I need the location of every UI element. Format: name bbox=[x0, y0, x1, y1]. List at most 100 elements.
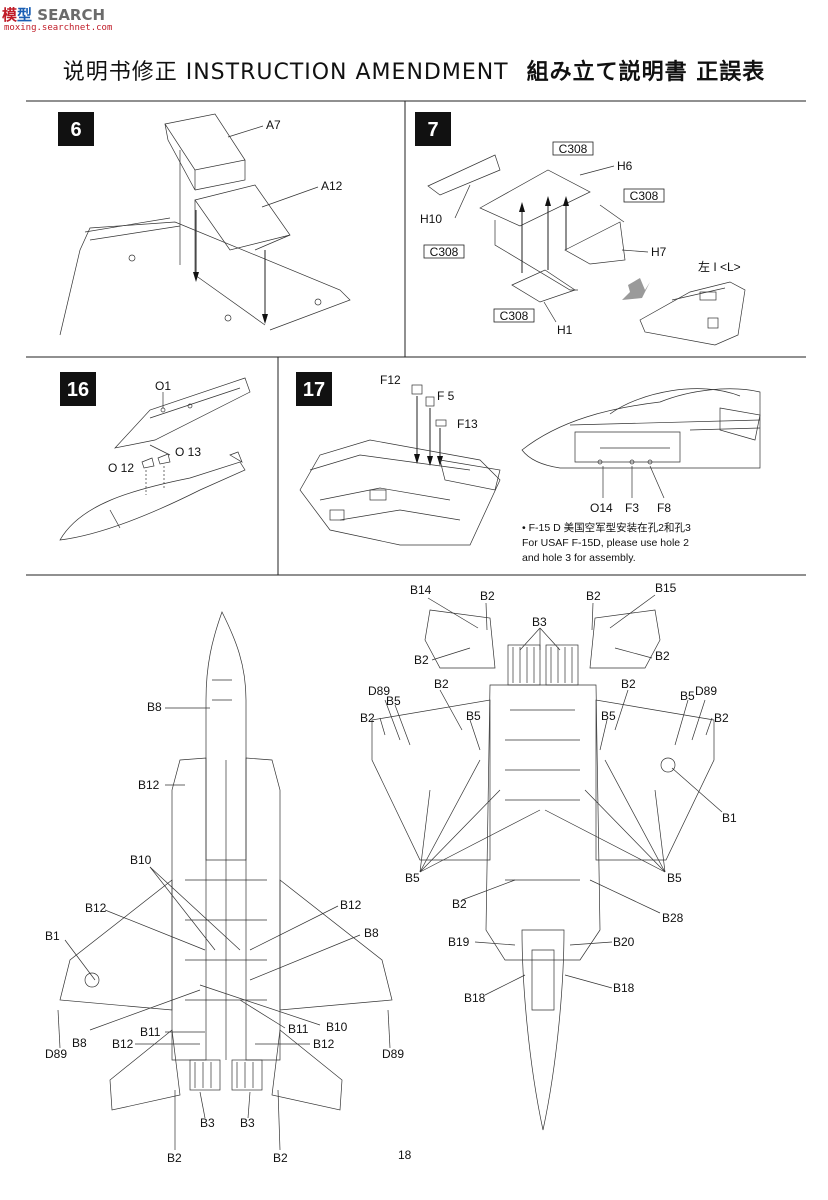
label-f13: F13 bbox=[457, 417, 478, 431]
label-b2-a: B2 bbox=[167, 1151, 182, 1165]
part-a12 bbox=[194, 184, 291, 251]
watermark-logo: 模型 SEARCH bbox=[2, 4, 105, 25]
label-b2-h: B2 bbox=[621, 677, 636, 691]
label-h7: H7 bbox=[651, 245, 667, 259]
step-16: 16 O1 O 12 O 13 bbox=[59, 372, 251, 541]
label-h1: H1 bbox=[557, 323, 573, 337]
label-f12: F12 bbox=[380, 373, 401, 387]
part-a7 bbox=[164, 113, 246, 171]
part-h6 bbox=[479, 169, 591, 227]
label-b19: B19 bbox=[448, 935, 470, 949]
label-b2-d: B2 bbox=[586, 589, 601, 603]
label-b3-c: B3 bbox=[532, 615, 547, 629]
top-view-wing-left bbox=[59, 879, 173, 1011]
fuselage-underside bbox=[299, 439, 501, 546]
label-left-side: 左 I <L> bbox=[698, 259, 741, 274]
underside-wing-right bbox=[595, 699, 715, 861]
label-o12: O 12 bbox=[108, 461, 134, 475]
part-f12 bbox=[411, 384, 423, 395]
label-c308-3: C308 bbox=[430, 245, 459, 259]
fuel-tank bbox=[59, 461, 246, 541]
label-b5-d: B5 bbox=[680, 689, 695, 703]
label-b12-b: B12 bbox=[85, 901, 107, 915]
label-b8-a: B8 bbox=[147, 700, 162, 714]
watermark-url: moxing.searchnet.com bbox=[4, 23, 113, 33]
step-7-number: 7 bbox=[427, 119, 438, 141]
label-b2-k: B2 bbox=[452, 897, 467, 911]
label-b28: B28 bbox=[662, 911, 684, 925]
label-c308-2: C308 bbox=[630, 189, 659, 203]
note-en-line-1: For USAF F-15D, please use hole 2 bbox=[522, 537, 689, 549]
step-7-badge bbox=[415, 112, 451, 146]
part-h10 bbox=[427, 154, 501, 196]
label-b20: B20 bbox=[613, 935, 635, 949]
label-f8: F8 bbox=[657, 501, 671, 515]
label-b12-c: B12 bbox=[340, 898, 362, 912]
label-b1: B1 bbox=[45, 929, 60, 943]
label-a12: A12 bbox=[321, 179, 343, 193]
underside-wing-left bbox=[371, 699, 491, 861]
part-h1 bbox=[511, 269, 576, 303]
label-b11-a: B11 bbox=[140, 1025, 161, 1039]
label-o13: O 13 bbox=[175, 445, 201, 459]
title-en: INSTRUCTION AMENDMENT bbox=[185, 60, 509, 85]
label-b1-r: B1 bbox=[722, 811, 737, 825]
part-f13 bbox=[435, 419, 447, 427]
label-b5-b: B5 bbox=[466, 709, 481, 723]
step-17-number: 17 bbox=[303, 379, 325, 401]
label-b2-b: B2 bbox=[273, 1151, 288, 1165]
watermark-char-1: 模 bbox=[2, 6, 18, 24]
label-b2-f: B2 bbox=[655, 649, 670, 663]
label-b3-b: B3 bbox=[240, 1116, 255, 1130]
label-b10-a: B10 bbox=[130, 853, 152, 867]
label-h6: H6 bbox=[617, 159, 633, 173]
part-o12 bbox=[141, 457, 155, 469]
page-title: 说明书修正 INSTRUCTION AMENDMENT 組み立て説明書 正誤表 bbox=[0, 54, 828, 86]
label-d89-a: D89 bbox=[45, 1047, 67, 1061]
step-16-number: 16 bbox=[67, 379, 89, 401]
label-d89-c: D89 bbox=[368, 684, 390, 698]
step-16-badge bbox=[60, 372, 96, 406]
step-6-badge bbox=[58, 112, 94, 146]
watermark-search: SEARCH bbox=[37, 6, 106, 24]
label-b12-d: B12 bbox=[112, 1037, 134, 1051]
label-b8-b: B8 bbox=[72, 1036, 87, 1050]
assembled-result bbox=[639, 281, 746, 346]
side-view-canopy bbox=[609, 388, 741, 415]
step-7: 7 C308 C308 C308 C308 bbox=[415, 112, 746, 346]
label-b14: B14 bbox=[410, 583, 432, 597]
label-b2-g: B2 bbox=[434, 677, 449, 691]
label-d89-b: D89 bbox=[382, 1047, 404, 1061]
underside-fuselage bbox=[485, 684, 601, 961]
title-jp: 組み立て説明書 正誤表 bbox=[526, 60, 766, 85]
label-b18-b: B18 bbox=[613, 981, 635, 995]
aircraft-top-view: B8 B12 B10 B12 B12 B1 B8 B8 D89 B11 B11 … bbox=[45, 611, 404, 1165]
label-b2-i: B2 bbox=[360, 711, 375, 725]
label-a7: A7 bbox=[266, 118, 281, 132]
note-cn: • F-15 D 美国空军型安装在孔2和孔3 bbox=[522, 522, 691, 534]
label-b2-j: B2 bbox=[714, 711, 729, 725]
part-o1 bbox=[114, 377, 251, 449]
label-b15: B15 bbox=[655, 581, 677, 595]
label-b12-a: B12 bbox=[138, 778, 160, 792]
label-b18-a: B18 bbox=[464, 991, 486, 1005]
title-cn: 说明书修正 bbox=[62, 60, 178, 85]
label-b5-e: B5 bbox=[405, 871, 420, 885]
label-f3: F3 bbox=[625, 501, 639, 515]
step-6: 6 A7 A12 bbox=[58, 112, 351, 336]
step-6-number: 6 bbox=[70, 119, 81, 141]
label-b5-f: B5 bbox=[667, 871, 682, 885]
label-f5: F 5 bbox=[437, 389, 455, 403]
step-17: 17 F12 F 5 F13 O14 bbox=[296, 372, 761, 546]
underside-nose bbox=[521, 929, 565, 1131]
part-h7 bbox=[564, 221, 626, 265]
fuselage-base bbox=[59, 221, 351, 336]
label-c308-1: C308 bbox=[559, 142, 588, 156]
page-number: 18 bbox=[398, 1148, 412, 1162]
label-b2-c: B2 bbox=[480, 589, 495, 603]
label-b5-a: B5 bbox=[386, 694, 401, 708]
watermark-char-2: 型 bbox=[17, 6, 33, 24]
label-d89-d: D89 bbox=[695, 684, 717, 698]
direction-arrow bbox=[622, 278, 650, 300]
note-en-line-2: and hole 3 for assembly. bbox=[522, 552, 636, 564]
